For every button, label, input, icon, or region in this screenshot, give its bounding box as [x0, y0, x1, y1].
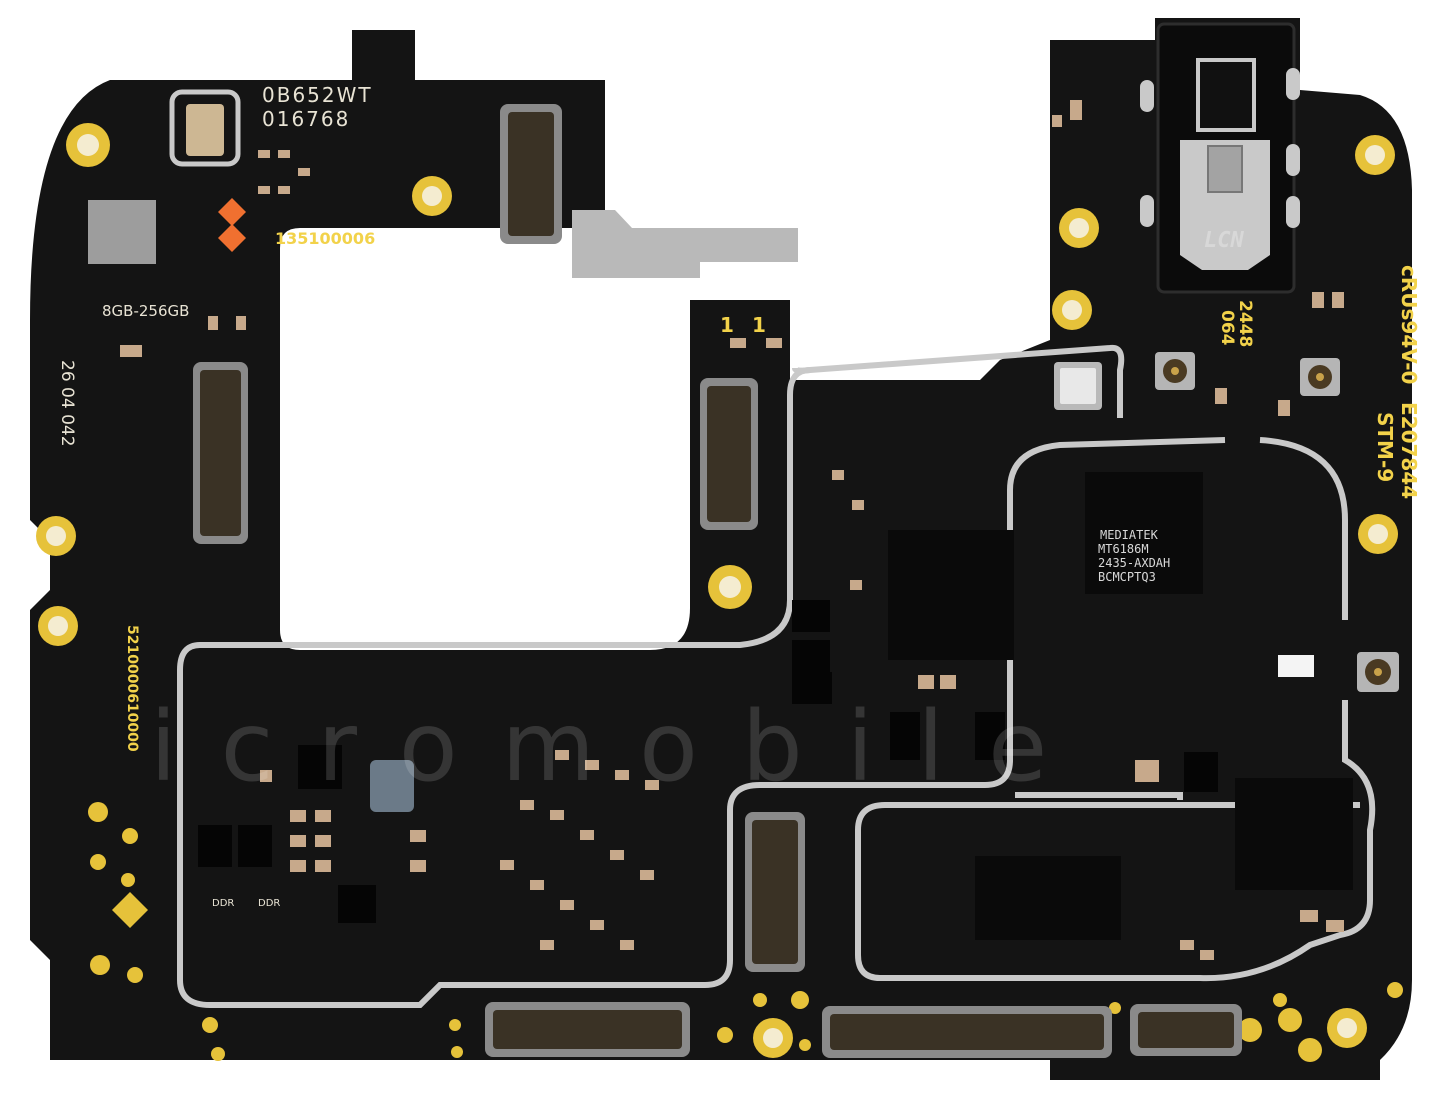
- serial-line-1: 0B652WT: [262, 83, 373, 107]
- connector-bottom-right: [1130, 1004, 1242, 1056]
- chip-storage: [975, 856, 1121, 940]
- audio-jack: LCN: [1156, 22, 1296, 294]
- chip-line-4: BCMCPTQ3: [1098, 570, 1156, 584]
- passive-components: [120, 100, 1344, 960]
- chip-line-3: 2435-AXDAH: [1098, 556, 1170, 570]
- fab-mark-1: 1: [720, 313, 734, 337]
- mounting-holes: [36, 123, 1398, 1062]
- rf-connector-3: [1357, 652, 1399, 692]
- connector-bottom-center: [822, 1006, 1112, 1058]
- part-number: 135100006: [275, 229, 375, 248]
- connector-top: [500, 104, 562, 244]
- serial-line-2: 016768: [262, 107, 350, 131]
- fab-mark-2: 1: [752, 313, 766, 337]
- metal-bracket: [572, 210, 798, 278]
- ddr-label-2: DDR: [258, 898, 280, 909]
- chip-soc: [888, 530, 1014, 660]
- cert-line-2: E207844: [1397, 402, 1421, 499]
- cutout-window: [280, 228, 690, 650]
- jack-brand-label: LCN: [1204, 228, 1244, 253]
- connector-bottom-left: [485, 1002, 690, 1057]
- shield-trace-inner: [1015, 792, 1183, 800]
- crystal-oscillator: [1054, 362, 1102, 410]
- cert-line-1: cRUs94V-0: [1397, 265, 1421, 384]
- date-code: 26 04 042: [57, 360, 77, 447]
- rf-code-2: 064: [1217, 310, 1237, 346]
- white-component: [1278, 655, 1314, 677]
- connector-mid-bottom: [745, 812, 805, 972]
- rf-connector-1: [1155, 352, 1195, 390]
- misc-ics: [198, 600, 1218, 923]
- ddr-label-1: DDR: [212, 898, 234, 909]
- chip-line-2: MT6186M: [1098, 542, 1149, 556]
- inductor-blue: [370, 760, 414, 812]
- jack-pads: [1140, 68, 1300, 228]
- memory-label: 8GB-256GB: [102, 302, 189, 320]
- watermark-text: icromobile: [150, 691, 1091, 803]
- microphone: [169, 89, 241, 167]
- rf-connector-2: [1300, 358, 1340, 396]
- connector-left: [193, 362, 248, 544]
- rf-code-1: 2448: [1235, 300, 1255, 347]
- orange-component: [218, 198, 246, 252]
- gold-test-pads: [88, 802, 1403, 1061]
- memory-module: [88, 200, 156, 264]
- shield-trace-main: [177, 367, 1226, 1008]
- connector-center: [700, 378, 758, 530]
- shield-trace-right: [855, 437, 1376, 982]
- vertical-code: 5210000610000: [124, 625, 140, 752]
- chip-line-1: MEDIATEK: [1100, 528, 1159, 542]
- chip-pmic: [1235, 778, 1353, 890]
- chip-modem: MEDIATEK MT6186M 2435-AXDAH BCMCPTQ3: [1085, 472, 1203, 594]
- cert-line-3: STM-9: [1373, 412, 1397, 482]
- shield-trace-left: [792, 344, 1125, 418]
